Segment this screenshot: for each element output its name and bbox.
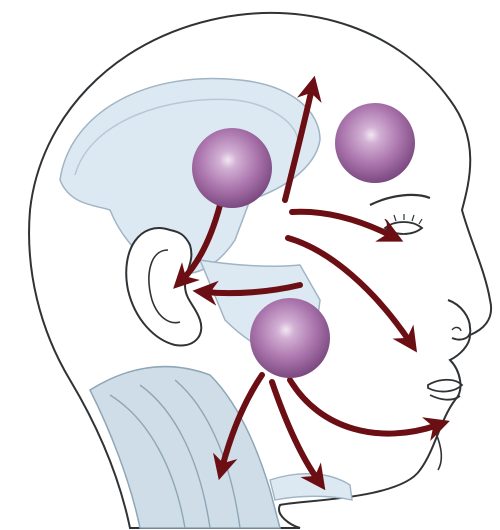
forehead-sphere <box>335 103 415 183</box>
temporal-sphere <box>192 128 272 208</box>
jaw-sphere <box>250 298 330 378</box>
